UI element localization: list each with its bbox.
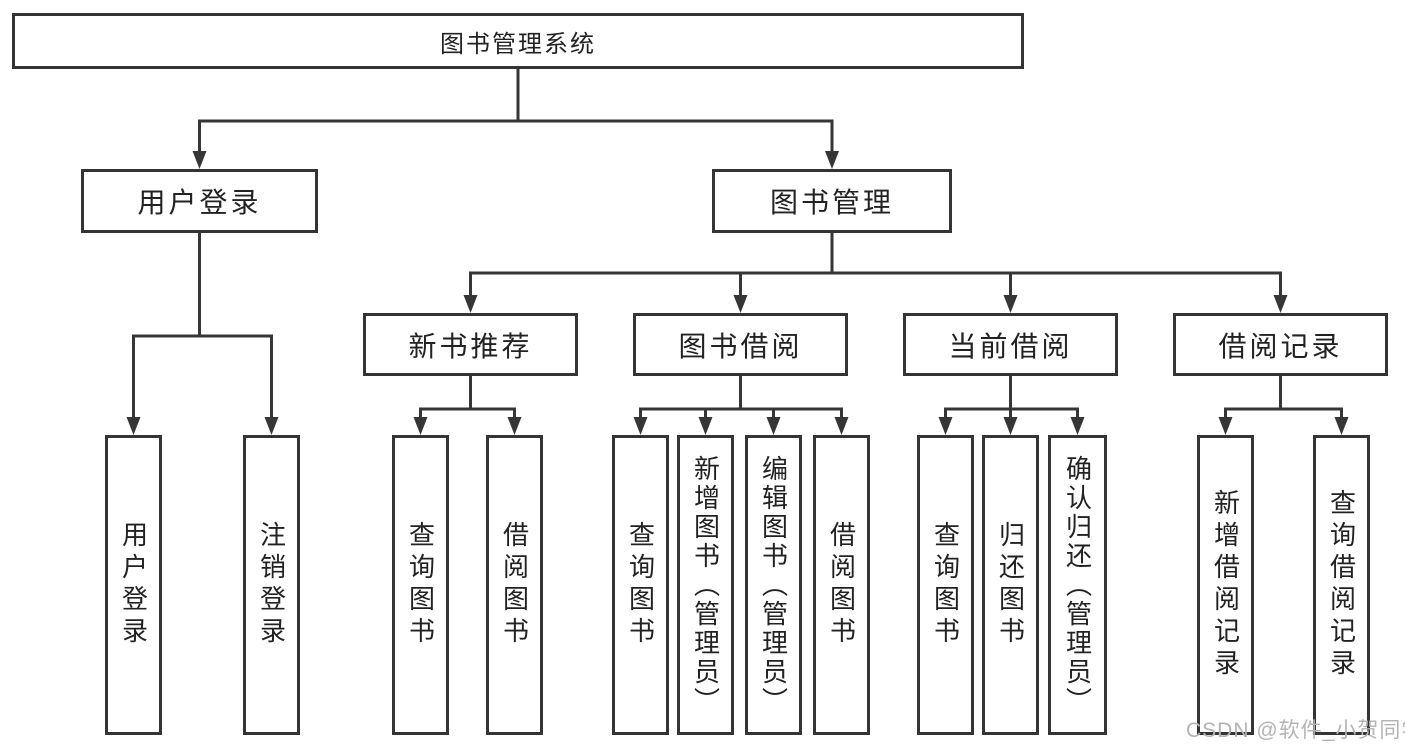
leaf-borrowing-query-books: 查询图书 [612,435,669,735]
leaf-user-login-label: 用户登录 [118,521,149,649]
leaf-borrowing-query-books-label: 查询图书 [625,521,656,649]
arrowhead-icon [1003,295,1018,313]
node-book-borrowing-label: 图书借阅 [678,330,803,362]
leaf-current-confirm-return-admin: 确认归还（管理员） [1048,435,1107,735]
leaf-newbook-query-books-label: 查询图书 [405,521,436,649]
node-borrowing-records-label: 借阅记录 [1218,330,1343,362]
leaf-records-query-record: 查询借阅记录 [1313,435,1370,735]
arrowhead-icon [733,295,748,313]
leaf-newbook-query-books: 查询图书 [392,435,449,735]
node-book-management: 图书管理 [712,169,952,233]
leaf-borrowing-borrow-books: 借阅图书 [813,435,870,735]
arrowhead-icon [507,417,522,435]
arrowhead-icon [126,417,141,435]
connector-user-login-split [132,231,273,421]
arrowhead-icon [825,151,839,169]
leaf-current-return-books-label: 归还图书 [995,521,1026,649]
csdn-watermark: CSDN @软件_小贺同学 [1186,719,1405,742]
arrowhead-icon [1273,295,1288,313]
arrowhead-icon [1334,417,1349,435]
leaf-borrowing-edit-books-admin-label: 编辑图书（管理员） [758,454,789,716]
node-book-management-label: 图书管理 [769,187,894,218]
arrowhead-icon [766,417,781,435]
node-book-borrowing: 图书借阅 [633,313,848,376]
leaf-records-add-record-label: 新增借阅记录 [1210,489,1241,681]
node-library-management-system-label: 图书管理系统 [440,30,596,58]
arrowhead-icon [834,417,849,435]
leaf-user-login: 用户登录 [105,435,162,735]
connector-book-borrowing-split [639,374,843,421]
leaf-current-query-books: 查询图书 [917,435,974,735]
arrowhead-icon [192,151,207,169]
node-current-borrowing-label: 当前借阅 [948,330,1073,362]
node-user-login-label: 用户登录 [137,187,262,218]
arrowhead-icon [633,417,648,435]
arrowhead-icon [698,417,713,435]
connector-book-management-split [469,231,1282,299]
arrowhead-icon [1218,417,1233,435]
connector-borrowing-records-split [1224,374,1343,421]
node-borrowing-records: 借阅记录 [1173,313,1388,376]
connector-new-book-split [419,374,516,421]
leaf-records-query-record-label: 查询借阅记录 [1326,489,1357,681]
node-current-borrowing: 当前借阅 [903,313,1118,376]
leaf-logout-login: 注销登录 [243,435,300,735]
leaf-current-confirm-return-admin-label: 确认归还（管理员） [1062,454,1093,716]
leaf-newbook-borrow-books-label: 借阅图书 [499,521,530,649]
arrowhead-icon [463,295,478,313]
leaf-records-add-record: 新增借阅记录 [1197,435,1254,735]
node-new-book-recommendation: 新书推荐 [363,313,578,376]
leaf-current-return-books: 归还图书 [982,435,1039,735]
leaf-logout-login-label: 注销登录 [256,521,287,649]
node-user-login: 用户登录 [81,169,318,233]
leaf-borrowing-edit-books-admin: 编辑图书（管理员） [745,435,802,735]
arrowhead-icon [264,417,279,435]
leaf-borrowing-add-books-admin-label: 新增图书（管理员） [690,454,721,716]
node-new-book-recommendation-label: 新书推荐 [408,330,533,362]
arrowhead-icon [938,417,953,435]
connector-current-borrowing-split [944,374,1079,421]
leaf-borrowing-borrow-books-label: 借阅图书 [826,521,857,649]
node-library-management-system: 图书管理系统 [12,13,1024,69]
leaf-borrowing-add-books-admin: 新增图书（管理员） [677,435,734,735]
leaf-newbook-borrow-books: 借阅图书 [486,435,543,735]
arrowhead-icon [413,417,428,435]
connector-root-split [198,67,834,155]
leaf-current-query-books-label: 查询图书 [930,521,961,649]
arrowhead-icon [1003,417,1018,435]
arrowhead-icon [1070,417,1085,435]
